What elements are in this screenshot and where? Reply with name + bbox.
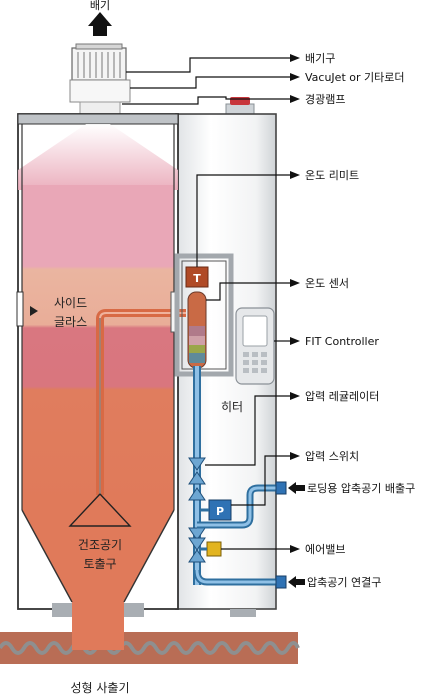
air-valve-triangle-top [188, 537, 206, 551]
exhaust-filter [71, 47, 127, 81]
air-valve-triangle-bottom [188, 549, 206, 563]
air-connection-fitting [275, 575, 287, 589]
air-connection-arrow-tail [295, 579, 305, 585]
loader-label: VacuJet or 기타로더 [305, 71, 404, 84]
loading-exhaust-label: 로딩용 압축공기 배출구 [307, 482, 415, 495]
heater-band-1 [189, 326, 205, 336]
callout-arrowheads [290, 54, 300, 553]
loader-neck [79, 101, 121, 115]
exhaust-arrow [88, 12, 112, 36]
exhaust-filter-cap [75, 43, 123, 50]
warning-lamp-label: 경광램프 [305, 93, 345, 106]
air-connection-pipe-inner [195, 569, 278, 584]
heater-label: 히터 [221, 400, 243, 414]
exhaust-port-label: 배기구 [305, 52, 335, 65]
air-connection-arrow [288, 576, 296, 588]
hopper-top-cone [18, 124, 178, 190]
dry-air-outlet-label-2: 토출구 [83, 557, 116, 571]
loading-exhaust-pipe-inner [197, 486, 278, 527]
temp-sensor-label: 온도 센서 [305, 277, 349, 290]
pressure-switch-label: 압력 스위치 [305, 450, 359, 463]
heater-band-3 [189, 345, 205, 353]
pressure-regulator-label: 압력 레귤레이터 [305, 390, 379, 403]
loading-exhaust-arrow-tail [295, 485, 305, 491]
pressure-switch-badge-letter: P [216, 505, 224, 518]
air-valve-body [206, 541, 222, 557]
hopper-cone-right-edge [123, 509, 175, 603]
loading-exhaust-arrow [288, 482, 296, 494]
exhaust-filter-fins [77, 52, 121, 78]
air-connection-label: 압축공기 연결구 [307, 576, 381, 589]
hopper-foot-left [52, 603, 72, 617]
dry-air-outlet-label-1: 건조공기 [78, 538, 122, 552]
pressure-regulator-valve-lower [188, 471, 206, 485]
loader-body [69, 79, 131, 103]
side-glass-label-1: 사이드 [54, 296, 87, 310]
fit-controller-keypad [243, 352, 267, 373]
heater-housing-inner [181, 260, 227, 370]
temp-limit-label: 온도 리미트 [305, 169, 359, 182]
heater-band-2 [189, 336, 205, 345]
warning-lamp-base [225, 103, 255, 115]
exhaust-top-label: 배기 [90, 0, 110, 12]
side-glass-label-2: 글라스 [54, 315, 87, 329]
molding-inlet [72, 630, 124, 650]
callout-lines [122, 57, 290, 550]
cabinet-foot [230, 609, 256, 617]
air-valve-label: 에어밸브 [305, 543, 345, 556]
heater-housing [174, 253, 234, 377]
loading-exhaust-fitting [275, 481, 287, 495]
side-glass-arrow [30, 306, 38, 316]
heater-band-4 [189, 353, 205, 363]
hopper-cone-left-edge [21, 509, 73, 603]
pressure-regulator-valve [188, 457, 206, 471]
fit-controller-label: FIT Controller [305, 335, 379, 348]
side-glass-marker [16, 291, 24, 327]
hopper-top-plate [17, 113, 179, 125]
lower-valve-top [188, 487, 206, 501]
warning-lamp [230, 97, 250, 105]
hopper-foot-right [124, 603, 144, 617]
hopper-outlet-neck [72, 600, 124, 634]
temp-limit-badge-letter: T [193, 272, 201, 285]
molding-machine-label: 성형 사출기 [70, 681, 129, 695]
molding-machine-screw [0, 641, 300, 655]
dry-air-outlet-cone [68, 492, 132, 527]
fit-controller-screen [242, 315, 268, 347]
